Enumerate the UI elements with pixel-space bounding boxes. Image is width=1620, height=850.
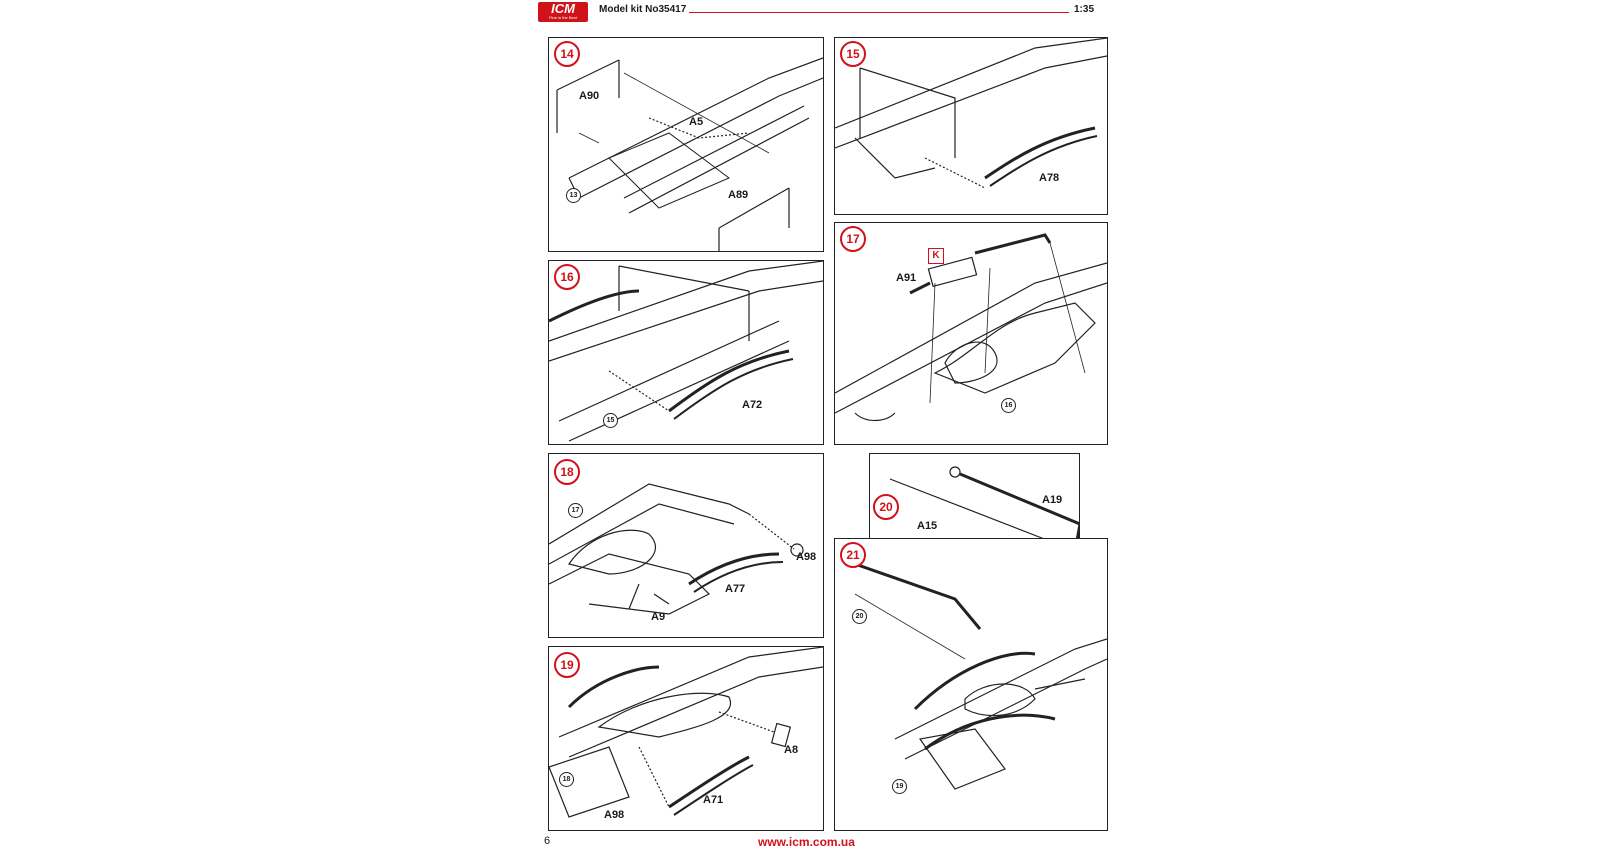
- logo-tagline: Fine in the Best: [549, 15, 577, 20]
- ref-step-13: 13: [566, 188, 581, 203]
- step-19-badge: 19: [554, 652, 580, 678]
- step-18-panel: 18 17 A98 A77 A9: [548, 453, 824, 638]
- icm-logo: ICM Fine in the Best: [538, 2, 588, 22]
- part-a15-label: A15: [917, 520, 938, 532]
- step-15-badge: 15: [840, 41, 866, 67]
- part-a98-label: A98: [796, 551, 817, 563]
- ref-step-16: 16: [1001, 398, 1016, 413]
- step-18-badge: 18: [554, 459, 580, 485]
- step-18-drawing: [549, 483, 804, 615]
- step-21-panel: 21 20 19: [834, 538, 1108, 831]
- header-rule: [689, 12, 1069, 13]
- part-a77-label: A77: [725, 583, 746, 595]
- ref-step-18: 18: [559, 772, 574, 787]
- step-21-drawing: [854, 562, 1107, 790]
- logo-brand: ICM: [551, 1, 575, 16]
- step-21-badge: 21: [840, 542, 866, 568]
- step-17-badge: 17: [840, 226, 866, 252]
- step-19-drawing: [549, 647, 823, 818]
- step-17-panel: 17 K A91 16: [834, 222, 1108, 445]
- step-16-panel: 16 A72 15: [548, 260, 824, 445]
- part-a5-label: A5: [689, 116, 704, 128]
- page-number: 6: [544, 835, 551, 847]
- ref-step-19: 19: [892, 779, 907, 794]
- step-14-drawing: [556, 57, 823, 251]
- step-20-badge: 20: [873, 494, 899, 520]
- kit-label: Model kit No35417: [599, 4, 687, 15]
- step-15-panel: 15 A78: [834, 37, 1108, 215]
- part-a78-label: A78: [1039, 172, 1060, 184]
- step-16-drawing: [549, 261, 823, 442]
- marker-k-box: K: [928, 248, 944, 264]
- scale-label: 1:35: [1074, 4, 1095, 15]
- part-a19-label: A19: [1042, 494, 1063, 506]
- step-16-badge: 16: [554, 264, 580, 290]
- part-a98-label-19: A98: [604, 809, 625, 821]
- part-a91-label: A91: [896, 272, 917, 284]
- step-17-drawing: [835, 233, 1107, 422]
- ref-step-20: 20: [852, 609, 867, 624]
- part-a72-label: A72: [742, 399, 763, 411]
- part-a89-label: A89: [728, 189, 749, 201]
- part-a71-label: A71: [703, 794, 724, 806]
- ref-step-15: 15: [603, 413, 618, 428]
- part-a8-label: A8: [784, 744, 799, 756]
- step-14-badge: 14: [554, 41, 580, 67]
- website-link[interactable]: www.icm.com.ua: [758, 835, 855, 849]
- step-14-panel: 14 A90 A5 A89 13: [548, 37, 824, 252]
- step-15-drawing: [835, 38, 1107, 189]
- ref-step-17: 17: [568, 503, 583, 518]
- part-a90-label: A90: [579, 90, 600, 102]
- part-a9-label: A9: [651, 611, 666, 623]
- step-19-panel: 19 A8 A71 A98 18: [548, 646, 824, 831]
